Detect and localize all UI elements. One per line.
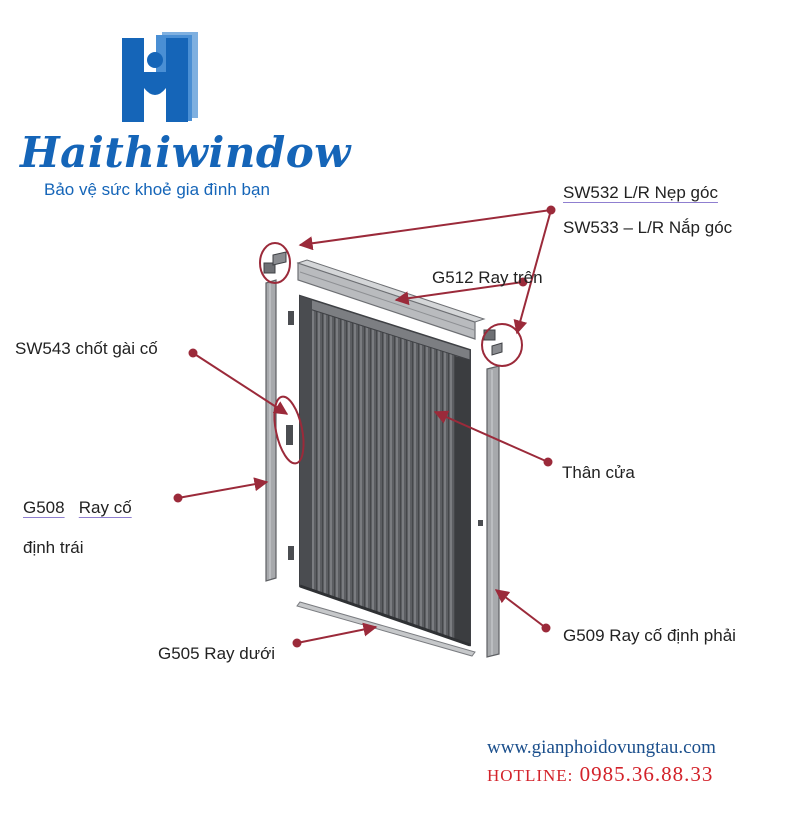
brand-tagline: Bảo vệ sức khoẻ gia đình bạn xyxy=(44,180,270,199)
hotline-number[interactable]: 0985.36.88.33 xyxy=(579,762,714,786)
corner-cap-top-left xyxy=(263,251,287,274)
label-g505: G505 Ray dưới xyxy=(158,644,276,663)
leader-dots xyxy=(173,205,556,648)
label-sw533: SW533 – L/R Nắp góc xyxy=(563,218,733,237)
right-rail-g509 xyxy=(478,365,500,658)
bottom-rail-g505 xyxy=(296,601,476,657)
label-sw532: SW532 L/R Nẹp góc xyxy=(563,183,718,202)
highlight-ellipse-latch xyxy=(273,395,305,465)
hotline: HOTLINE: 0985.36.88.33 xyxy=(487,762,713,787)
label-sw543: SW543 chốt gài cố xyxy=(15,339,158,358)
highlight-ellipse-top-right xyxy=(481,323,523,367)
highlight-ellipse-top-left xyxy=(259,242,291,284)
corner-cap-top-right xyxy=(483,329,503,356)
label-g512: G512 Ray trên xyxy=(432,268,543,287)
latch-pieces xyxy=(286,311,294,560)
label-g509: G509 Ray cố định phải xyxy=(563,626,736,645)
label-than-cua: Thân cửa xyxy=(562,463,635,482)
label-g508-line2: định trái xyxy=(23,538,84,557)
label-g508: G508 Ray cố xyxy=(23,498,132,518)
top-rail-g512 xyxy=(296,259,486,340)
left-rail-g508 xyxy=(265,279,277,582)
label-g508-code: G508 xyxy=(23,498,65,517)
hotline-label: HOTLINE: xyxy=(487,766,574,785)
label-g508-text: Ray cố xyxy=(78,498,132,517)
brand-name: Haithiwindow xyxy=(20,128,351,177)
website-link[interactable]: www.gianphoidovungtau.com xyxy=(487,737,716,758)
logo-h-icon xyxy=(122,32,198,122)
leader-lines xyxy=(177,209,552,644)
door-body xyxy=(299,294,471,647)
